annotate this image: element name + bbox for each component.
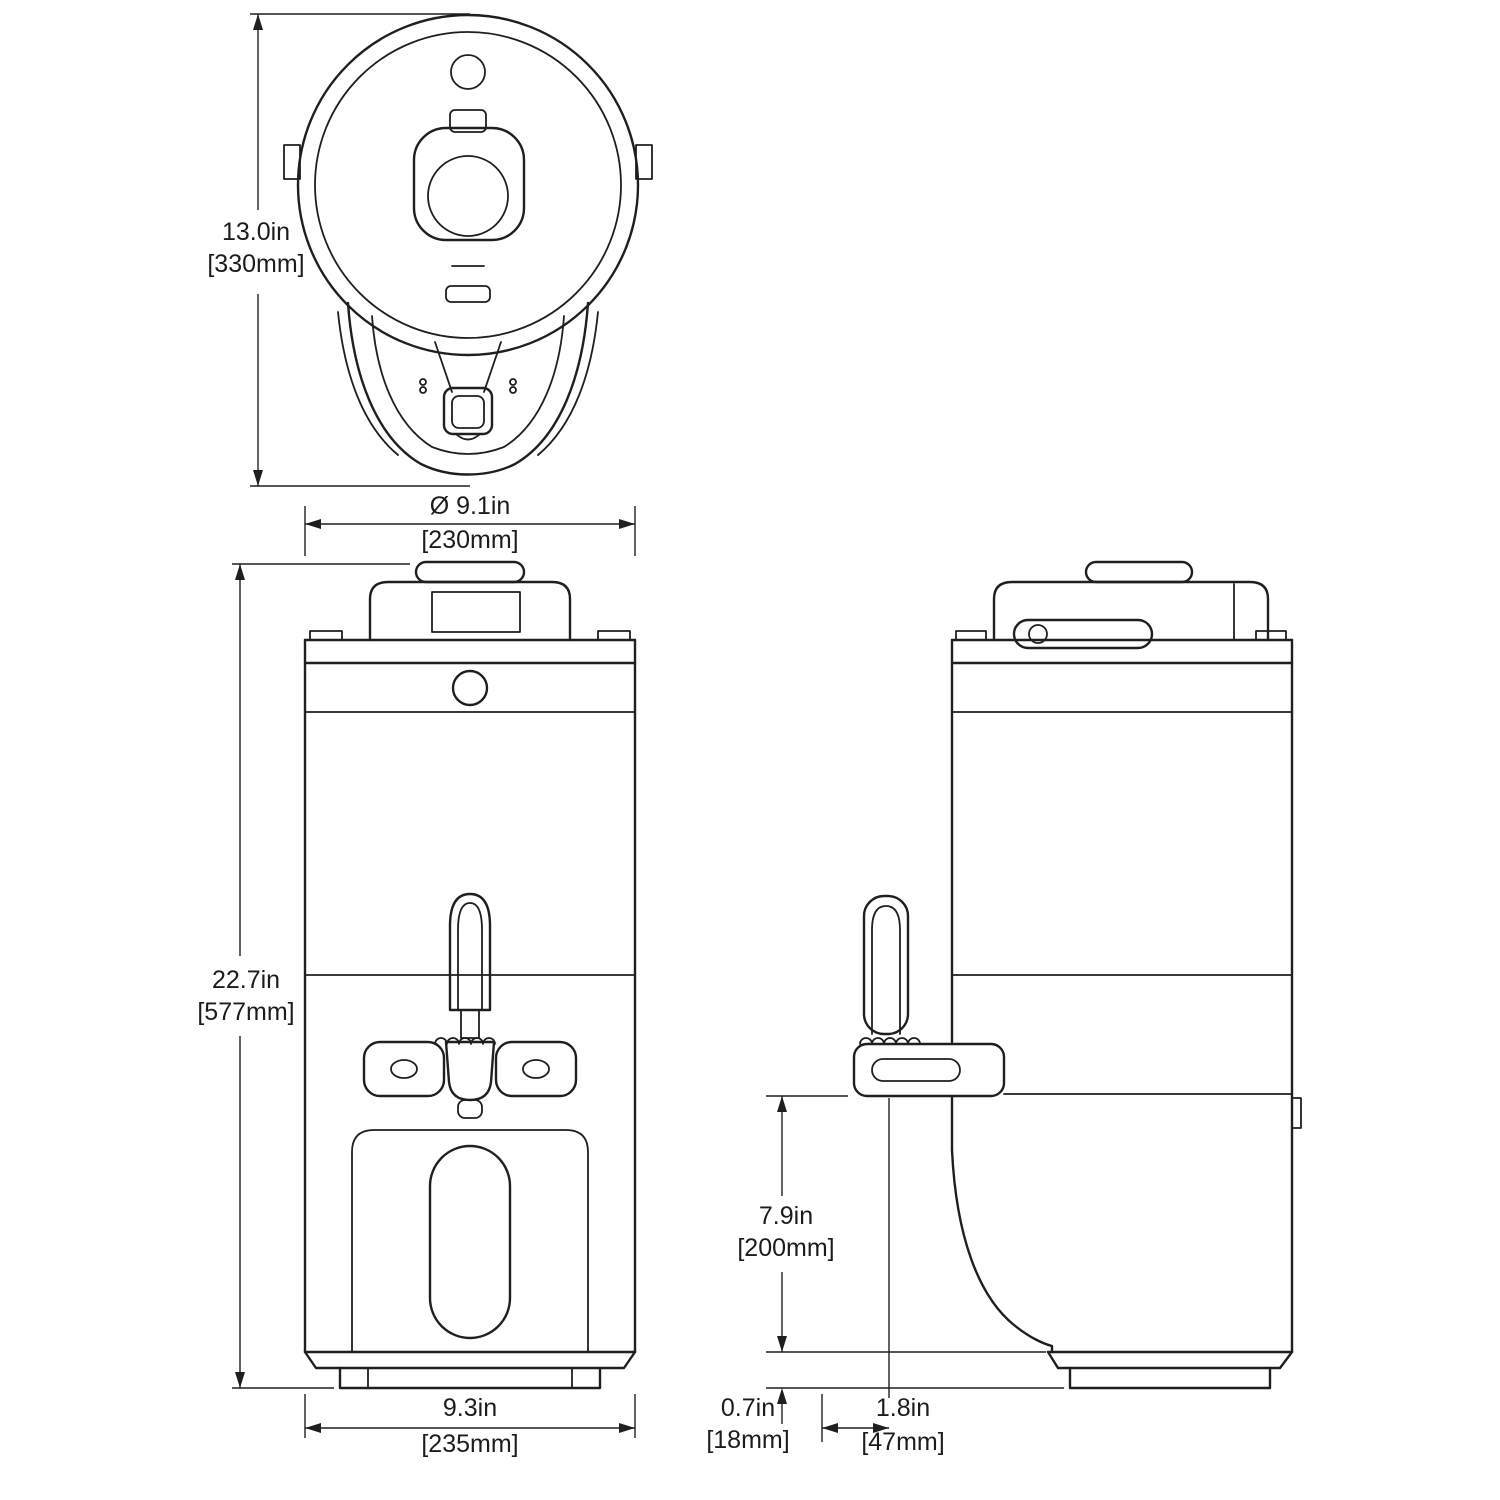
faucet-shield-wing-left	[337, 311, 399, 456]
lid-handle-end-circle	[1028, 624, 1048, 644]
base-chamfer	[1046, 1350, 1294, 1370]
dim-label-in: 1.8in	[876, 1394, 930, 1422]
dim-top-height: 13.0in [330mm]	[207, 13, 470, 487]
arrow-up-icon	[777, 1096, 787, 1112]
base-foot	[1068, 1366, 1272, 1390]
dim-lid-diameter: Ø 9.1in [230mm]	[304, 492, 636, 556]
arrow-down-icon	[777, 1336, 787, 1352]
faucet-body	[444, 1040, 496, 1102]
lid-tab-left	[283, 144, 301, 180]
faucet-handle-inner	[871, 905, 901, 1035]
faucet-tab-right-hole	[522, 1059, 550, 1079]
handle-outline	[412, 126, 526, 242]
handle-latch	[449, 109, 487, 133]
top-view: 13.0in [330mm]	[207, 13, 653, 487]
dim-label-in: 7.9in	[759, 1202, 813, 1230]
dim-label-mm: [18mm]	[706, 1426, 789, 1454]
arrow-left-icon	[305, 1423, 321, 1433]
arrow-up-icon	[777, 1388, 787, 1404]
clip-dot	[509, 378, 517, 386]
faucet-plate-slot	[871, 1058, 961, 1082]
sight-button-circle	[451, 669, 489, 707]
rear-tab	[1291, 1097, 1302, 1129]
faucet-handle	[862, 894, 910, 1036]
clip-dot	[419, 386, 427, 394]
base-chamfer	[303, 1350, 637, 1370]
front-view: Ø 9.1in [230mm] 22.7in [577mm] 9.3in [23…	[197, 492, 637, 1458]
dim-spout-offset: 1.8in [47mm]	[821, 1098, 945, 1456]
lid-label-plate	[431, 591, 521, 633]
lid-dome	[992, 580, 1270, 642]
faucet-stem	[460, 1009, 480, 1039]
lid-window	[445, 285, 491, 303]
lid-dome	[368, 580, 572, 642]
dim-label-in: 22.7in	[212, 966, 280, 994]
lid-inner-circle	[314, 31, 622, 339]
arrow-left-icon	[305, 519, 321, 529]
faucet-head-inner	[451, 395, 485, 429]
arrow-right-icon	[619, 1423, 635, 1433]
faucet-tab-left-hole	[390, 1059, 418, 1079]
faucet-tab-right	[494, 1040, 578, 1098]
lid-cap	[414, 560, 526, 584]
faucet-spout-arc	[455, 433, 481, 441]
base-foot	[338, 1366, 602, 1390]
dim-label-mm: [47mm]	[861, 1428, 944, 1456]
arrow-right-icon	[873, 1423, 889, 1433]
faucet-handle	[448, 892, 492, 1012]
dim-stand-height: 7.9in [200mm]	[737, 1095, 1046, 1353]
faucet-tab-left	[362, 1040, 446, 1098]
faucet-handle-inner	[457, 902, 483, 1011]
faucet-shield-wing-right	[537, 311, 599, 456]
arrow-right-icon	[619, 519, 635, 529]
arrow-up-icon	[235, 564, 245, 580]
base-oval-cutout	[428, 1144, 512, 1340]
dim-label-mm: [235mm]	[421, 1430, 518, 1458]
base-panel	[351, 1129, 589, 1353]
dim-base-width: 9.3in [235mm]	[304, 1394, 636, 1458]
shoulder-ear-left	[309, 630, 343, 641]
dim-label-in: 0.7in	[721, 1394, 775, 1422]
faucet-clips	[419, 378, 517, 394]
shoulder-ear-left	[955, 630, 987, 641]
clip-dot	[509, 386, 517, 394]
arrow-down-icon	[253, 470, 263, 486]
vent-knob-circle	[450, 54, 486, 90]
lid-outer-circle	[296, 13, 640, 357]
arrow-left-icon	[822, 1423, 838, 1433]
dim-label-mm: [230mm]	[421, 526, 518, 554]
dim-label-in: 13.0in	[222, 218, 290, 246]
lid-handle-bar	[1012, 618, 1154, 650]
lid-tab-right	[635, 144, 653, 180]
arrow-down-icon	[235, 1372, 245, 1388]
base-front-curve	[950, 1148, 1054, 1354]
faucet-head	[442, 386, 494, 436]
lid-cap	[1084, 560, 1194, 584]
funnel-line-left	[434, 341, 453, 393]
shoulder-ear-right	[597, 630, 631, 641]
dim-label-mm: [577mm]	[197, 998, 294, 1026]
shoulder-ear-right	[1255, 630, 1287, 641]
dim-label-mm: [330mm]	[207, 250, 304, 278]
arrow-up-icon	[253, 14, 263, 30]
faucet-scallops	[859, 1037, 921, 1045]
side-view: 7.9in [200mm] 0.7in [18mm] 1.8in [47mm]	[706, 560, 1302, 1456]
dim-label-mm: [200mm]	[737, 1234, 834, 1262]
clip-dot	[419, 378, 427, 386]
handle-opening-circle	[427, 155, 509, 237]
dim-overall-height: 22.7in [577mm]	[197, 563, 410, 1389]
faucet-plate	[852, 1042, 1006, 1098]
dim-foot-height: 0.7in [18mm]	[706, 1387, 1064, 1454]
dim-label-in: 9.3in	[443, 1394, 497, 1422]
funnel-line-right	[483, 341, 502, 393]
faucet-shield-inner	[371, 315, 565, 455]
faucet-shield-outer	[346, 301, 590, 476]
faucet-spout-tip	[457, 1099, 483, 1119]
dim-label-in: Ø 9.1in	[430, 492, 511, 520]
